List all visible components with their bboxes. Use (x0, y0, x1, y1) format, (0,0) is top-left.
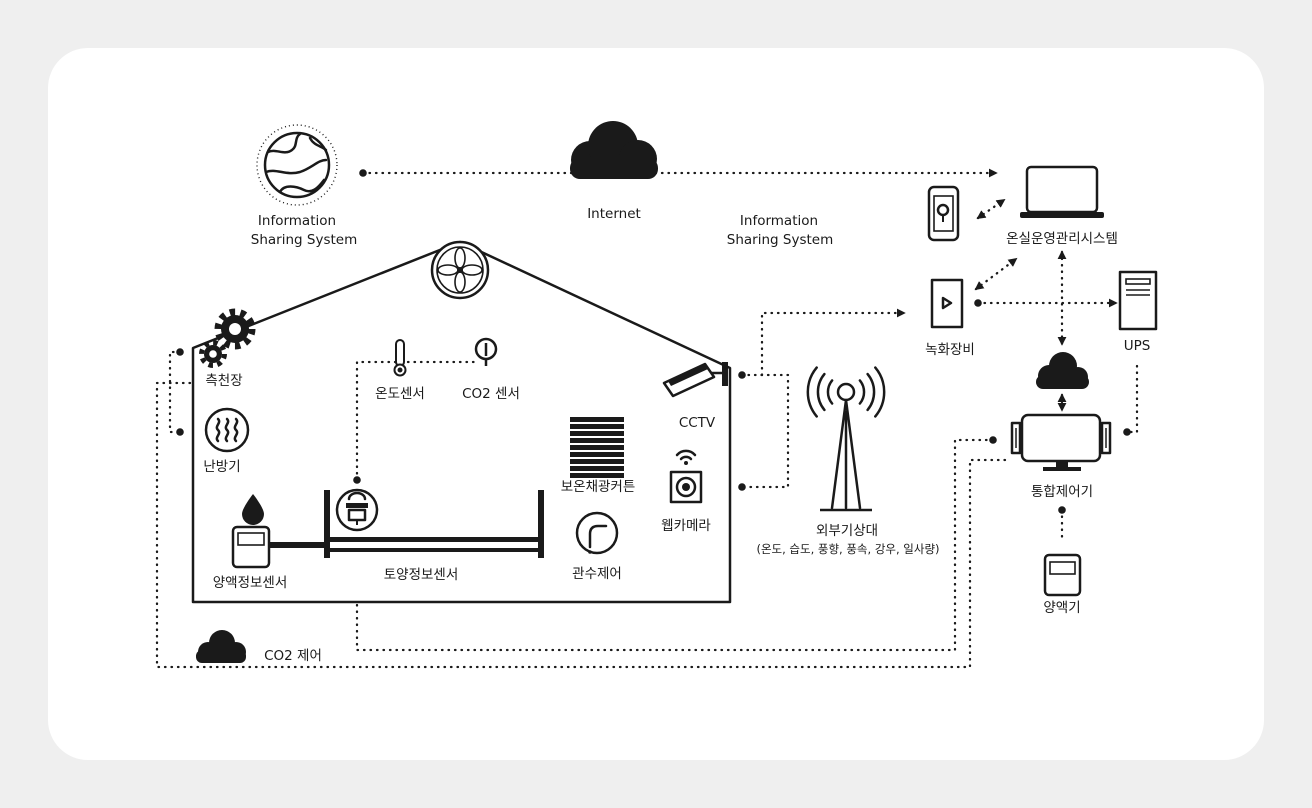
nutrient-sensor-icon (231, 525, 328, 569)
labels: Information Sharing System Internet Info… (203, 206, 1150, 664)
connection-dot (1058, 506, 1066, 514)
cloud-icon (570, 121, 658, 179)
info-sharing-label-right-line2: Sharing System (727, 232, 833, 248)
co2-control-label: CO2 제어 (264, 648, 322, 664)
globe-icon (256, 124, 338, 206)
info-sharing-label-left-line1: Information (258, 213, 336, 229)
gear-icon (214, 308, 256, 350)
weather-station-label: 외부기상대 (816, 523, 878, 539)
co2-sensor-label: CO2 센서 (462, 386, 520, 402)
connection-dot (176, 348, 184, 356)
cloud-icon (1036, 352, 1089, 389)
connection-dot (974, 299, 982, 307)
connection-dot (1123, 428, 1131, 436)
weather-items-label: (온도, 습도, 풍향, 풍속, 강우, 일사량) (756, 542, 939, 556)
diagram-card (48, 48, 1264, 760)
nutrient-sensor-label: 양액정보센서 (213, 575, 288, 591)
water-drop-icon (242, 494, 264, 525)
ventilation-fan-icon (430, 240, 490, 300)
connection-line (976, 198, 1006, 220)
connection-dot (738, 483, 746, 491)
smartphone-icon (927, 185, 960, 242)
connection-dot (353, 476, 361, 484)
heater-label: 난방기 (203, 459, 240, 475)
ups-label: UPS (1124, 338, 1151, 354)
nutrient-machine-label: 양액기 (1043, 600, 1080, 616)
info-sharing-label-right-line1: Information (740, 213, 818, 229)
thermometer-icon (393, 339, 407, 377)
soil-sensor-label: 토양정보센서 (384, 567, 459, 583)
connection-line (974, 257, 1018, 291)
connection-line (740, 373, 790, 489)
connection-line (155, 381, 1007, 669)
soil-sensor-icon (335, 488, 379, 532)
faucet-icon (575, 511, 619, 555)
recorder-icon (930, 278, 964, 329)
nutrient-device-icon (1043, 553, 1082, 597)
gear-icon (199, 340, 227, 368)
curtain-blinds-icon (570, 417, 624, 478)
laptop-icon (1020, 165, 1104, 218)
connection-dot (359, 169, 367, 177)
connection-line (760, 308, 906, 377)
curtain-label: 보온채광커튼 (561, 479, 636, 495)
recorder-label: 녹화장비 (925, 342, 975, 358)
side-window-label: 측천장 (205, 373, 242, 389)
connection-dots (176, 169, 1131, 514)
cctv-camera-icon (662, 362, 728, 398)
heater-icon (204, 407, 250, 453)
connection-dot (738, 371, 746, 379)
co2-sensor-icon (474, 337, 498, 366)
integrated-controller-label: 통합제어기 (1031, 484, 1093, 500)
temp-sensor-label: 온도센서 (375, 386, 425, 402)
management-system-label: 온실운영관리시스템 (1006, 231, 1118, 247)
antenna-tower-icon (806, 366, 886, 512)
irrigation-label: 관수제어 (572, 566, 622, 582)
webcam-label: 웹카메라 (661, 518, 711, 534)
connection-dot (989, 436, 997, 444)
greenhouse-outline (191, 240, 732, 604)
cloud-icon (196, 630, 246, 663)
connection-line (355, 360, 480, 482)
controller-icon (1010, 413, 1112, 471)
soil-bed-icon (324, 490, 544, 558)
webcam-icon (669, 449, 703, 504)
internet-label: Internet (587, 206, 641, 222)
info-sharing-label-left-line2: Sharing System (251, 232, 357, 248)
cctv-label: CCTV (679, 415, 716, 431)
connection-dot (176, 428, 184, 436)
connection-line (355, 438, 995, 652)
ups-server-icon (1118, 270, 1158, 331)
